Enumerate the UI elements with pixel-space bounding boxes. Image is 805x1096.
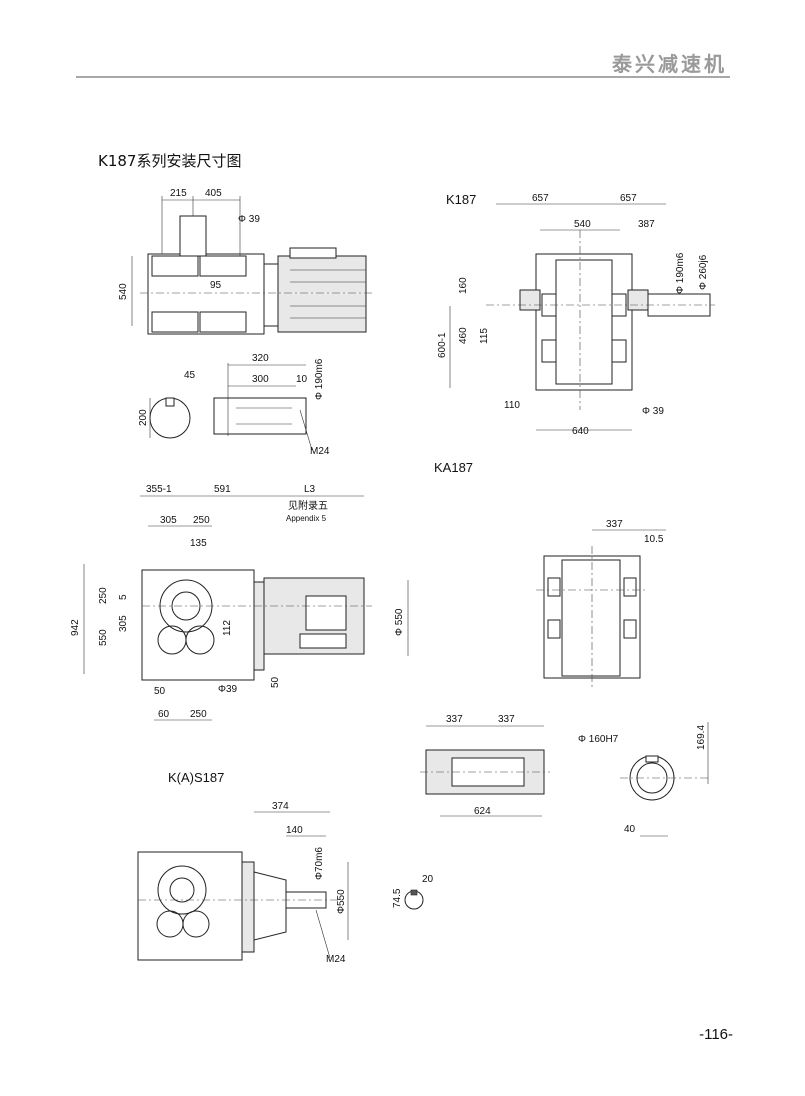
- brand-title: 泰兴减速机: [612, 52, 727, 76]
- k187-top-view: 215 405 Φ 39 540 95: [118, 188, 375, 335]
- dim-355-1: 355-1: [146, 484, 172, 495]
- dim-phi39-c: Φ39: [218, 684, 238, 695]
- ka187-top-view: 337 337 624: [420, 714, 550, 817]
- dim-115: 115: [479, 328, 490, 344]
- dim-5: 5: [118, 594, 129, 600]
- hollow-shaft-detail: Φ 160H7 169.4 40: [578, 722, 710, 837]
- dim-337-a: 337: [606, 519, 623, 530]
- dim-phi160h7: Φ 160H7: [578, 734, 619, 745]
- dim-250-b: 250: [190, 709, 207, 720]
- dim-phi550: Φ 550: [394, 608, 405, 636]
- dim-phi70m6: Φ70m6: [314, 847, 325, 880]
- dim-942: 942: [70, 619, 81, 636]
- dim-600-1: 600-1: [437, 332, 448, 358]
- appendix-en: Appendix 5: [286, 514, 327, 523]
- dim-200: 200: [138, 409, 149, 426]
- dim-250-h: 250: [193, 515, 210, 526]
- page-title: K187系列安装尺寸图: [98, 152, 242, 170]
- dim-phi190m6-b: Φ 190m6: [675, 252, 686, 294]
- k187-side-view: K187 657 657 540 387 Φ 190m6 Φ 260j6 160…: [437, 192, 715, 437]
- dim-657-b: 657: [620, 193, 637, 204]
- dim-624: 624: [474, 806, 491, 817]
- dim-540-b: 540: [574, 219, 591, 230]
- dim-10: 10: [296, 374, 308, 385]
- dim-657-a: 657: [532, 193, 549, 204]
- section-k187: K187: [446, 192, 476, 207]
- dim-45: 45: [184, 370, 196, 381]
- dim-50-h: 50: [154, 686, 166, 697]
- dim-337-c: 337: [498, 714, 515, 725]
- dim-374: 374: [272, 801, 289, 812]
- ka187-side-view: KA187 337 10.5: [434, 460, 666, 690]
- dim-337-b: 337: [446, 714, 463, 725]
- dim-215: 215: [170, 188, 187, 199]
- dim-135: 135: [190, 538, 207, 549]
- dim-305-v: 305: [118, 615, 129, 632]
- dim-50-v: 50: [270, 676, 281, 688]
- dim-112: 112: [222, 620, 233, 636]
- dim-m24-b: M24: [326, 954, 346, 965]
- dim-550-v: 550: [98, 629, 109, 646]
- dim-591: 591: [214, 484, 231, 495]
- dim-300: 300: [252, 374, 269, 385]
- appendix-cn: 见附录五: [288, 499, 328, 512]
- dim-250-v: 250: [98, 587, 109, 604]
- dim-460: 460: [458, 327, 469, 344]
- dim-phi260j6: Φ 260j6: [698, 254, 709, 290]
- dim-74-5: 74.5: [392, 888, 403, 908]
- dim-305-h: 305: [160, 515, 177, 526]
- dim-l3: L3: [304, 484, 316, 495]
- dim-10-5: 10.5: [644, 534, 664, 545]
- dim-phi190m6-a: Φ 190m6: [314, 358, 325, 400]
- dim-405: 405: [205, 188, 222, 199]
- page-number: -116-: [699, 1026, 733, 1043]
- front-view: 355-1 591 L3 见附录五 Appendix 5 305 250 135…: [70, 484, 409, 721]
- dim-95: 95: [210, 280, 222, 291]
- dim-540-left: 540: [118, 283, 129, 300]
- dim-140: 140: [286, 825, 303, 836]
- dim-40: 40: [624, 824, 636, 835]
- section-kas187: K(A)S187: [168, 770, 224, 785]
- header-rule: [76, 76, 730, 78]
- dim-phi39-top: Φ 39: [238, 214, 260, 225]
- dim-m24-a: M24: [310, 446, 330, 457]
- dim-169-4: 169.4: [696, 725, 707, 750]
- section-ka187: KA187: [434, 460, 473, 475]
- dim-320: 320: [252, 353, 269, 364]
- dim-640: 640: [572, 426, 589, 437]
- dim-387: 387: [638, 219, 655, 230]
- dim-phi550-b: Φ550: [336, 889, 347, 914]
- dim-160: 160: [458, 277, 469, 294]
- k187-shaft-detail: 320 300 10 Φ 190m6 M24 200 45: [138, 353, 330, 457]
- dim-20: 20: [422, 874, 434, 885]
- dim-110: 110: [504, 400, 520, 411]
- dim-60: 60: [158, 709, 170, 720]
- dim-phi39-b: Φ 39: [642, 406, 664, 417]
- kas187-view: K(A)S187 374 140 Φ70m6 Φ550 M24 20 74.5: [137, 770, 434, 965]
